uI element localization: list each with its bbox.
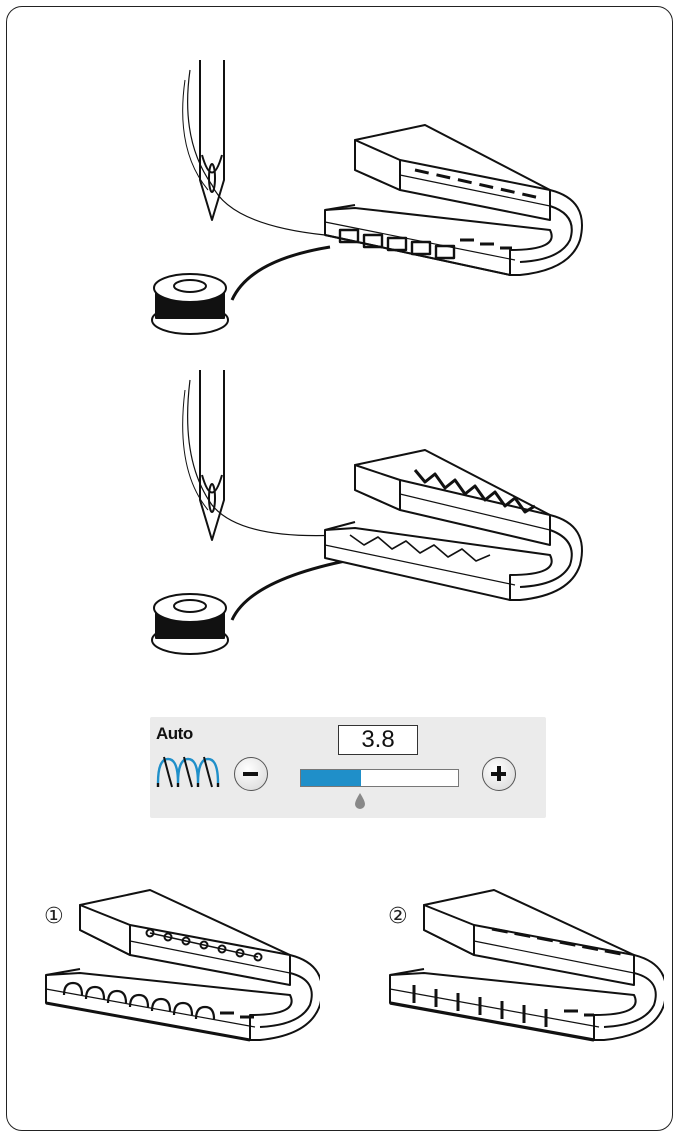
thread-tension-icon	[154, 753, 224, 789]
example-1-illustration	[40, 885, 320, 1085]
tension-slider[interactable]	[300, 769, 459, 787]
zigzag-stitch-illustration	[140, 370, 600, 670]
decrease-tension-button[interactable]	[234, 757, 268, 791]
slider-thumb-icon[interactable]	[354, 793, 366, 809]
auto-mode-label: Auto	[156, 724, 193, 744]
increase-tension-button[interactable]	[482, 757, 516, 791]
example-2-illustration	[384, 885, 664, 1085]
tension-slider-fill	[301, 770, 361, 786]
straight-stitch-illustration	[140, 60, 600, 350]
thread-tension-panel: Auto 3.8	[150, 717, 546, 818]
tension-value: 3.8	[338, 725, 418, 755]
